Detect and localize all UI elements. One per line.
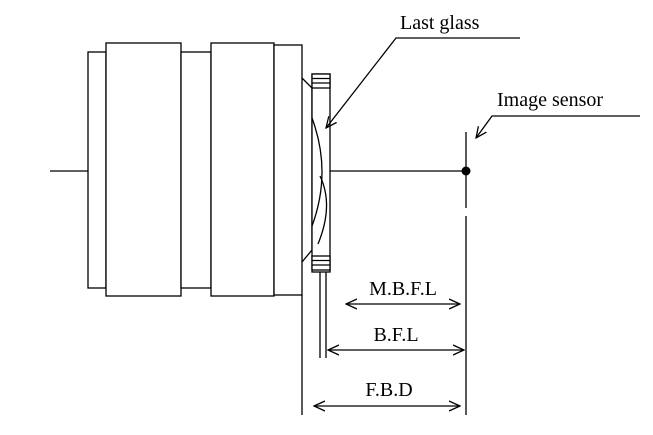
lens-barrel-section (210, 42, 275, 297)
flange-plate (311, 73, 331, 273)
dimension-fbd: F.B.D (314, 379, 460, 406)
lens-rear-ring (87, 51, 107, 289)
last-glass-arc (317, 175, 328, 245)
flange-screw-bottom (311, 255, 331, 271)
lens-barrel-section (105, 42, 182, 297)
dimension-bfl: B.F.L (328, 324, 464, 350)
last-glass-leader (326, 37, 520, 128)
last-glass-label: Last glass (400, 12, 480, 34)
lens-body (87, 42, 313, 297)
mount-flange (311, 73, 331, 273)
fbd-label: F.B.D (365, 379, 412, 401)
flange-screw-top (311, 73, 331, 89)
mbfl-label: M.B.F.L (369, 278, 437, 300)
last-glass-surface (311, 117, 323, 227)
dimension-mbfl: M.B.F.L (346, 278, 460, 304)
lens-groove-ring (180, 51, 212, 289)
lens-mount-bevel (301, 77, 313, 263)
bfl-label: B.F.L (373, 324, 418, 346)
lens-mount-ring (273, 44, 303, 296)
focal-point (461, 166, 471, 176)
image-sensor-label: Image sensor (497, 89, 603, 111)
image-sensor-leader (476, 115, 640, 138)
